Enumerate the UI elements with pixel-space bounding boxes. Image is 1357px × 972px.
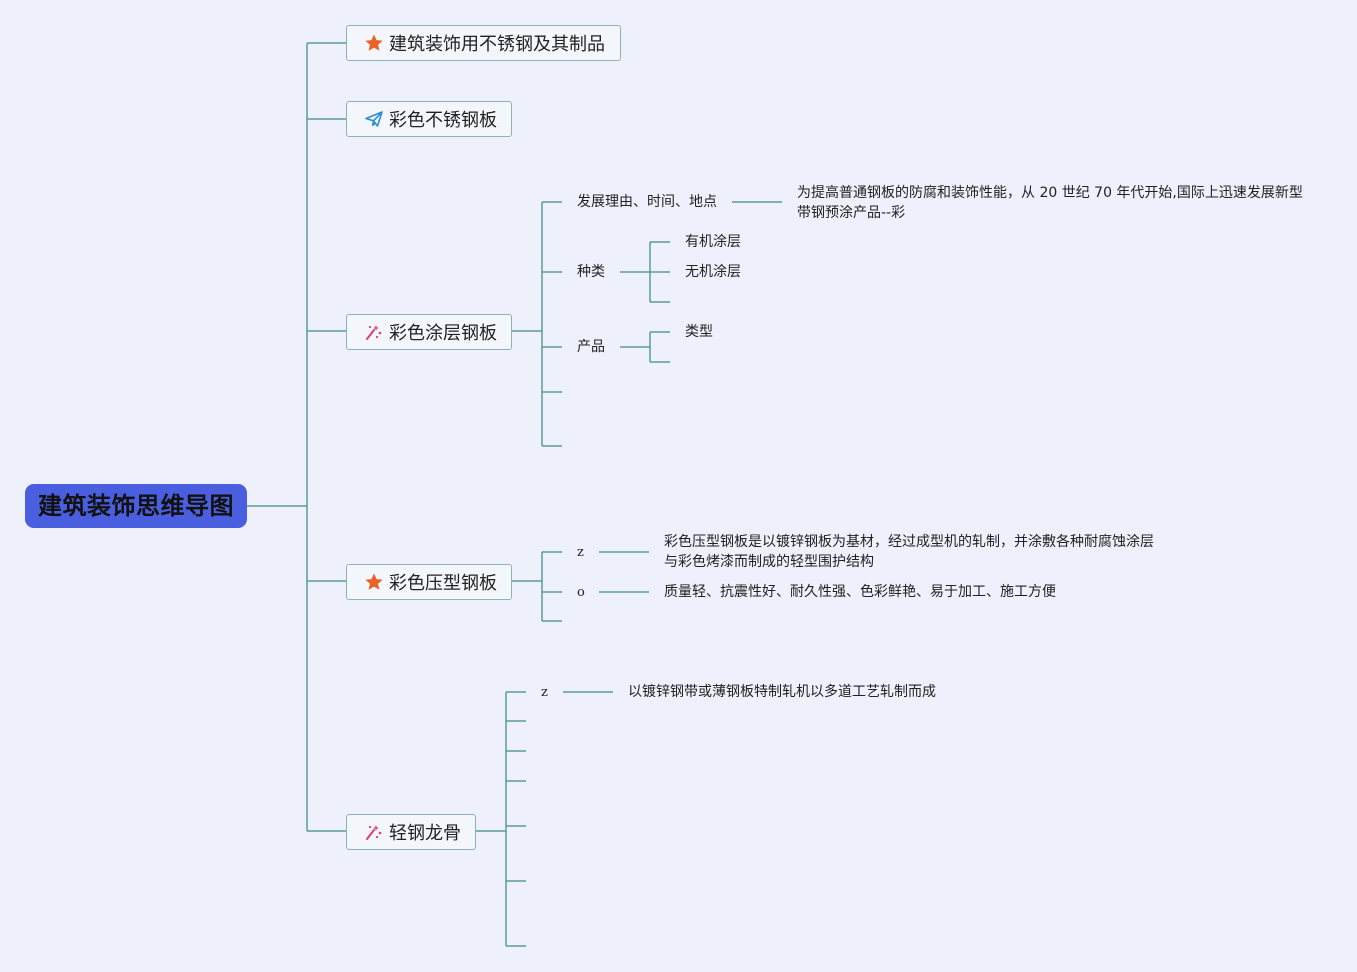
branch-node-profiled-steel[interactable]: 彩色压型钢板 <box>346 564 512 600</box>
star-icon <box>363 571 385 593</box>
branch-label: 建筑装饰用不锈钢及其制品 <box>389 34 605 55</box>
root-node[interactable]: 建筑装饰思维导图 <box>25 484 247 528</box>
branch-label: 彩色压型钢板 <box>389 573 497 594</box>
subtopic-z[interactable]: z <box>577 545 584 560</box>
products-type[interactable]: 类型 <box>685 324 713 340</box>
branch-label: 轻钢龙骨 <box>389 823 461 844</box>
paper-plane-icon <box>363 108 385 130</box>
reason-detail-line2[interactable]: 带钢预涂产品--彩 <box>797 205 906 221</box>
z-detail-line2[interactable]: 与彩色烤漆而制成的轻型围护结构 <box>664 554 874 570</box>
subtopic-z[interactable]: z <box>541 685 548 700</box>
branch-label: 彩色涂层钢板 <box>389 323 497 344</box>
sparkle-icon <box>363 321 385 343</box>
reason-detail-line1[interactable]: 为提高普通钢板的防腐和装饰性能，从 20 世纪 70 年代开始,国际上迅速发展新… <box>797 185 1303 201</box>
types-organic[interactable]: 有机涂层 <box>685 234 741 250</box>
o-detail[interactable]: 质量轻、抗震性好、耐久性强、色彩鲜艳、易于加工、施工方便 <box>664 584 1056 600</box>
subtopic-types[interactable]: 种类 <box>577 264 605 280</box>
subtopic-o[interactable]: o <box>577 585 585 600</box>
branch-node-color-stainless[interactable]: 彩色不锈钢板 <box>346 101 512 137</box>
branch-node-light-steel-keel[interactable]: 轻钢龙骨 <box>346 814 476 850</box>
sparkle-icon <box>363 821 385 843</box>
branch-node-stainless-products[interactable]: 建筑装饰用不锈钢及其制品 <box>346 25 621 61</box>
z-detail[interactable]: 以镀锌钢带或薄钢板特制轧机以多道工艺轧制而成 <box>628 684 936 700</box>
subtopic-products[interactable]: 产品 <box>577 339 605 355</box>
types-inorganic[interactable]: 无机涂层 <box>685 264 741 280</box>
subtopic-reason[interactable]: 发展理由、时间、地点 <box>577 194 717 210</box>
branch-node-coated-steel[interactable]: 彩色涂层钢板 <box>346 314 512 350</box>
branch-label: 彩色不锈钢板 <box>389 110 497 131</box>
z-detail-line1[interactable]: 彩色压型钢板是以镀锌钢板为基材，经过成型机的轧制，并涂敷各种耐腐蚀涂层 <box>664 534 1154 550</box>
star-icon <box>363 32 385 54</box>
